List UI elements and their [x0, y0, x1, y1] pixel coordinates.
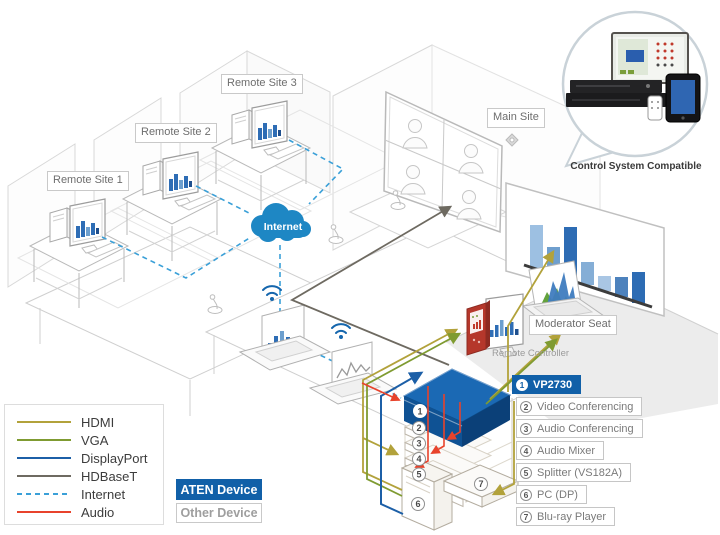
stack-num-7: 7	[474, 477, 488, 491]
device-label: Blu-ray Player	[537, 510, 607, 523]
remote-controller-device	[466, 300, 490, 356]
legend-item-hdbaset: HDBaseT	[15, 467, 163, 485]
svg-text:3: 3	[416, 439, 421, 449]
svg-text:4: 4	[416, 454, 421, 464]
legend-item-hdmi: HDMI	[15, 413, 163, 431]
remote-controller-monitor	[485, 293, 524, 358]
control-tablet	[665, 73, 701, 123]
device-item-audio-mixer: 4 Audio Mixer	[516, 441, 605, 460]
control-rack-units	[566, 80, 666, 107]
wifi-icon-1	[262, 285, 282, 301]
device-num: 2	[520, 400, 532, 413]
wifi-icon-2	[331, 323, 351, 339]
device-num: 3	[520, 422, 532, 435]
wall-mount-icon	[505, 133, 519, 147]
device-item-splitter: 5 Splitter (VS182A)	[516, 463, 631, 482]
device-num: 7	[520, 510, 532, 523]
device-label: Video Conferencing	[537, 400, 634, 413]
svg-text:6: 6	[415, 499, 420, 509]
device-num: 4	[520, 444, 532, 457]
stack-num-6: 6	[411, 497, 425, 511]
displayport-cable	[380, 371, 424, 515]
legend-line-hdbaset	[17, 475, 71, 477]
device-item-audio-conferencing: 3 Audio Conferencing	[516, 419, 643, 438]
legend-item-vga: VGA	[15, 431, 163, 449]
internet-cloud	[251, 203, 311, 242]
participant-laptop-1	[238, 304, 332, 371]
vga-cables	[366, 332, 558, 497]
device-label: VP2730	[533, 378, 573, 391]
legend-label: VGA	[81, 432, 109, 448]
stack-num-4: 4	[412, 452, 426, 466]
device-num: 6	[520, 488, 532, 501]
stack-num-1: 1	[413, 404, 427, 418]
aten-device-badge: ATEN Device	[176, 479, 262, 500]
device-item-video-conferencing: 2 Video Conferencing	[516, 397, 643, 416]
stack-num-3: 3	[412, 436, 426, 451]
device-label: Audio Conferencing	[537, 422, 634, 435]
legend-label: DisplayPort	[81, 450, 148, 466]
legend-label: HDMI	[81, 414, 115, 430]
pc-tower	[400, 459, 454, 531]
legend-box: HDMI VGA DisplayPort HDBaseT Internet Au…	[4, 404, 164, 525]
legend-line-hdmi	[17, 421, 71, 423]
remote-site-1-label: Remote Site 1	[47, 171, 129, 191]
legend-line-displayport	[17, 457, 71, 459]
svg-text:5: 5	[416, 470, 421, 480]
device-num: 1	[516, 378, 528, 391]
videoconference-screen	[383, 90, 503, 234]
remote-site-3-label: Remote Site 3	[221, 74, 303, 94]
gooseneck-mics	[207, 190, 406, 314]
remote-site-desk	[16, 198, 220, 309]
device-item-vp2730: 1 VP2730	[512, 375, 582, 394]
control-remote	[647, 95, 663, 121]
legend-item-audio: Audio	[15, 503, 163, 521]
svg-text:2: 2	[416, 423, 421, 433]
control-system-bubble	[561, 10, 709, 168]
hdbaset-cables	[289, 205, 453, 366]
legend-label: Internet	[81, 486, 126, 502]
stack-num-5: 5	[412, 467, 426, 482]
svg-text:1: 1	[417, 406, 422, 416]
control-system-compatible-label: Control System Compatible	[570, 161, 702, 172]
device-item-bluray: 7 Blu-ray Player	[516, 507, 616, 526]
device-item-pc-dp: 6 PC (DP)	[516, 485, 587, 504]
legend-line-vga	[17, 439, 71, 441]
legend-label: Audio	[81, 504, 115, 520]
device-label: Splitter (VS182A)	[537, 466, 622, 479]
legend-line-internet	[17, 493, 71, 495]
moderator-seat-label: Moderator Seat	[529, 315, 617, 335]
legend-item-internet: Internet	[15, 485, 163, 503]
remote-site-2-label: Remote Site 2	[135, 123, 217, 143]
legend-item-displayport: DisplayPort	[15, 449, 163, 467]
legend-line-audio	[17, 511, 71, 513]
main-site-label: Main Site	[487, 108, 545, 128]
other-device-badge: Other Device	[176, 503, 262, 523]
remote-controller-label: Remote Controller	[492, 348, 570, 359]
device-num: 5	[520, 466, 532, 479]
internet-cloud-label: Internet	[263, 221, 303, 233]
device-label: PC (DP)	[537, 488, 578, 501]
stack-num-2: 2	[412, 421, 426, 435]
legend-label: HDBaseT	[81, 468, 138, 484]
svg-text:7: 7	[478, 479, 483, 489]
device-label: Audio Mixer	[537, 444, 596, 457]
